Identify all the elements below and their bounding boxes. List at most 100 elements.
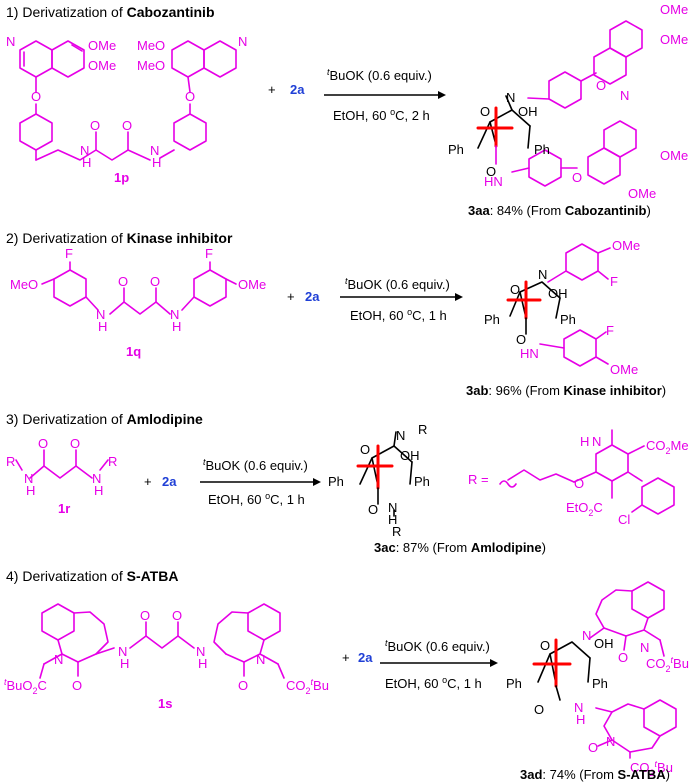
- r-group-structure: [499, 429, 675, 515]
- arrowhead: [438, 91, 446, 99]
- product-3ac-atoms: N R O OH Ph Ph O N H R: [328, 422, 430, 539]
- atom-o: O: [480, 104, 490, 119]
- reactant-1r-atoms: R O O N H N H R: [6, 436, 117, 498]
- atom-o: O: [588, 740, 598, 755]
- atom-o: O: [70, 436, 80, 451]
- reactant-1p-label: 1p: [114, 170, 129, 185]
- product-3aa-caption: 3aa: 84% (From Cabozantinib): [468, 203, 651, 218]
- atom-o: O: [510, 282, 520, 297]
- reagent-2a: 2a: [358, 650, 373, 665]
- atom-o: O: [540, 638, 550, 653]
- atom-ome: OMe: [88, 38, 116, 53]
- arrowhead: [313, 478, 321, 486]
- atom-n: N: [6, 34, 15, 49]
- atom-r: R: [392, 524, 401, 539]
- reagent-2a: 2a: [162, 474, 177, 489]
- atom-n: N: [620, 88, 629, 103]
- atom-o: O: [150, 274, 160, 289]
- product-3ad-structure: [532, 581, 677, 759]
- atom-ome: OMe: [660, 32, 688, 47]
- atom-o: O: [140, 608, 150, 623]
- product-3ac-caption: 3ac: 87% (From Amlodipine): [374, 540, 546, 555]
- atom-ome: OMe: [238, 277, 266, 292]
- arrowhead: [490, 659, 498, 667]
- product-3aa-atoms: OMe OMe O N N O OH Ph Ph O HN O OMe OMe: [448, 2, 688, 201]
- atom-f: F: [606, 323, 614, 338]
- atom-ph: Ph: [328, 474, 344, 489]
- atom-o: O: [38, 436, 48, 451]
- atom-h: H: [172, 319, 181, 334]
- reactant-1q-label: 1q: [126, 344, 141, 359]
- atom-ome: OMe: [628, 186, 656, 201]
- atom-ph: Ph: [534, 142, 550, 157]
- reactant-1r-label: 1r: [58, 501, 70, 516]
- atom-h: H: [26, 483, 35, 498]
- plus-sign: +: [268, 82, 276, 97]
- conditions-bottom: EtOH, 60 oC, 2 h: [333, 107, 430, 123]
- atom-f: F: [205, 246, 213, 261]
- atom-f: F: [610, 274, 618, 289]
- atom-r: R: [418, 422, 427, 437]
- atom-ph: Ph: [506, 676, 522, 691]
- atom-o: O: [360, 442, 370, 457]
- atom-ome: OMe: [660, 148, 688, 163]
- reactant-1p-structure: [19, 40, 237, 161]
- conditions-bottom: EtOH, 60 oC, 1 h: [385, 675, 482, 691]
- atom-h: H: [580, 434, 589, 449]
- atom-n: N: [170, 307, 179, 322]
- atom-ome: OMe: [88, 58, 116, 73]
- atom-n: N: [388, 500, 397, 515]
- atom-oh: OH: [548, 286, 568, 301]
- reagent-2a: 2a: [305, 289, 320, 304]
- atom-o: O: [618, 650, 628, 665]
- section-3-title: 3) Derivatization of Amlodipine: [6, 411, 203, 427]
- atom-o: O: [122, 118, 132, 133]
- atom-ph: Ph: [448, 142, 464, 157]
- atom-meo: MeO: [137, 38, 165, 53]
- product-3aa-structure: [476, 20, 643, 187]
- atom-cl: Cl: [618, 512, 630, 527]
- product-3ac-structure: [356, 431, 413, 517]
- atom-co2tbu: CO2tBu: [646, 655, 689, 674]
- product-3ab-atoms: OMe F N O OH Ph Ph O HN F OMe: [484, 238, 640, 377]
- section-4: 4) Derivatization of S-ATBA tBuO2C N O N…: [4, 568, 689, 782]
- atom-h: H: [94, 483, 103, 498]
- atom-h: H: [152, 155, 161, 170]
- atom-o: O: [596, 78, 606, 93]
- atom-ph: Ph: [560, 312, 576, 327]
- arrowhead: [455, 293, 463, 301]
- atom-n: N: [150, 143, 159, 158]
- plus-sign: +: [144, 474, 152, 489]
- atom-o: O: [486, 164, 496, 179]
- conditions-bottom: EtOH, 60 oC, 1 h: [208, 491, 305, 507]
- atom-n: N: [92, 471, 101, 486]
- atom-co2tbu: CO2tBu: [286, 677, 329, 696]
- atom-o: O: [118, 274, 128, 289]
- atom-o: O: [516, 332, 526, 347]
- atom-meo: MeO: [10, 277, 38, 292]
- atom-ph: Ph: [592, 676, 608, 691]
- product-3ad-caption: 3ad: 74% (From S-ATBA): [520, 767, 670, 782]
- atom-oh: OH: [518, 104, 538, 119]
- atom-h: H: [120, 656, 129, 671]
- product-3ab-caption: 3ab: 96% (From Kinase inhibitor): [466, 383, 666, 398]
- section-1-title: 1) Derivatization of Cabozantinib: [6, 4, 215, 20]
- atom-n: N: [80, 143, 89, 158]
- atom-oh: OH: [594, 636, 614, 651]
- conditions-top: tBuOK (0.6 equiv.): [203, 457, 308, 473]
- atom-n: N: [538, 267, 547, 282]
- atom-ph: Ph: [414, 474, 430, 489]
- atom-n: N: [396, 428, 405, 443]
- atom-o: O: [534, 702, 544, 717]
- r-definition-label: R =: [468, 472, 489, 487]
- atom-n: N: [574, 700, 583, 715]
- atom-ome: OMe: [610, 362, 638, 377]
- atom-nh: HN: [484, 174, 503, 189]
- atom-o: O: [238, 678, 248, 693]
- atom-n: N: [592, 434, 601, 449]
- section-1: 1) Derivatization of Cabozantinib: [6, 2, 688, 218]
- section-4-title: 4) Derivatization of S-ATBA: [6, 568, 178, 584]
- atom-o: O: [72, 678, 82, 693]
- atom-h: H: [576, 712, 585, 727]
